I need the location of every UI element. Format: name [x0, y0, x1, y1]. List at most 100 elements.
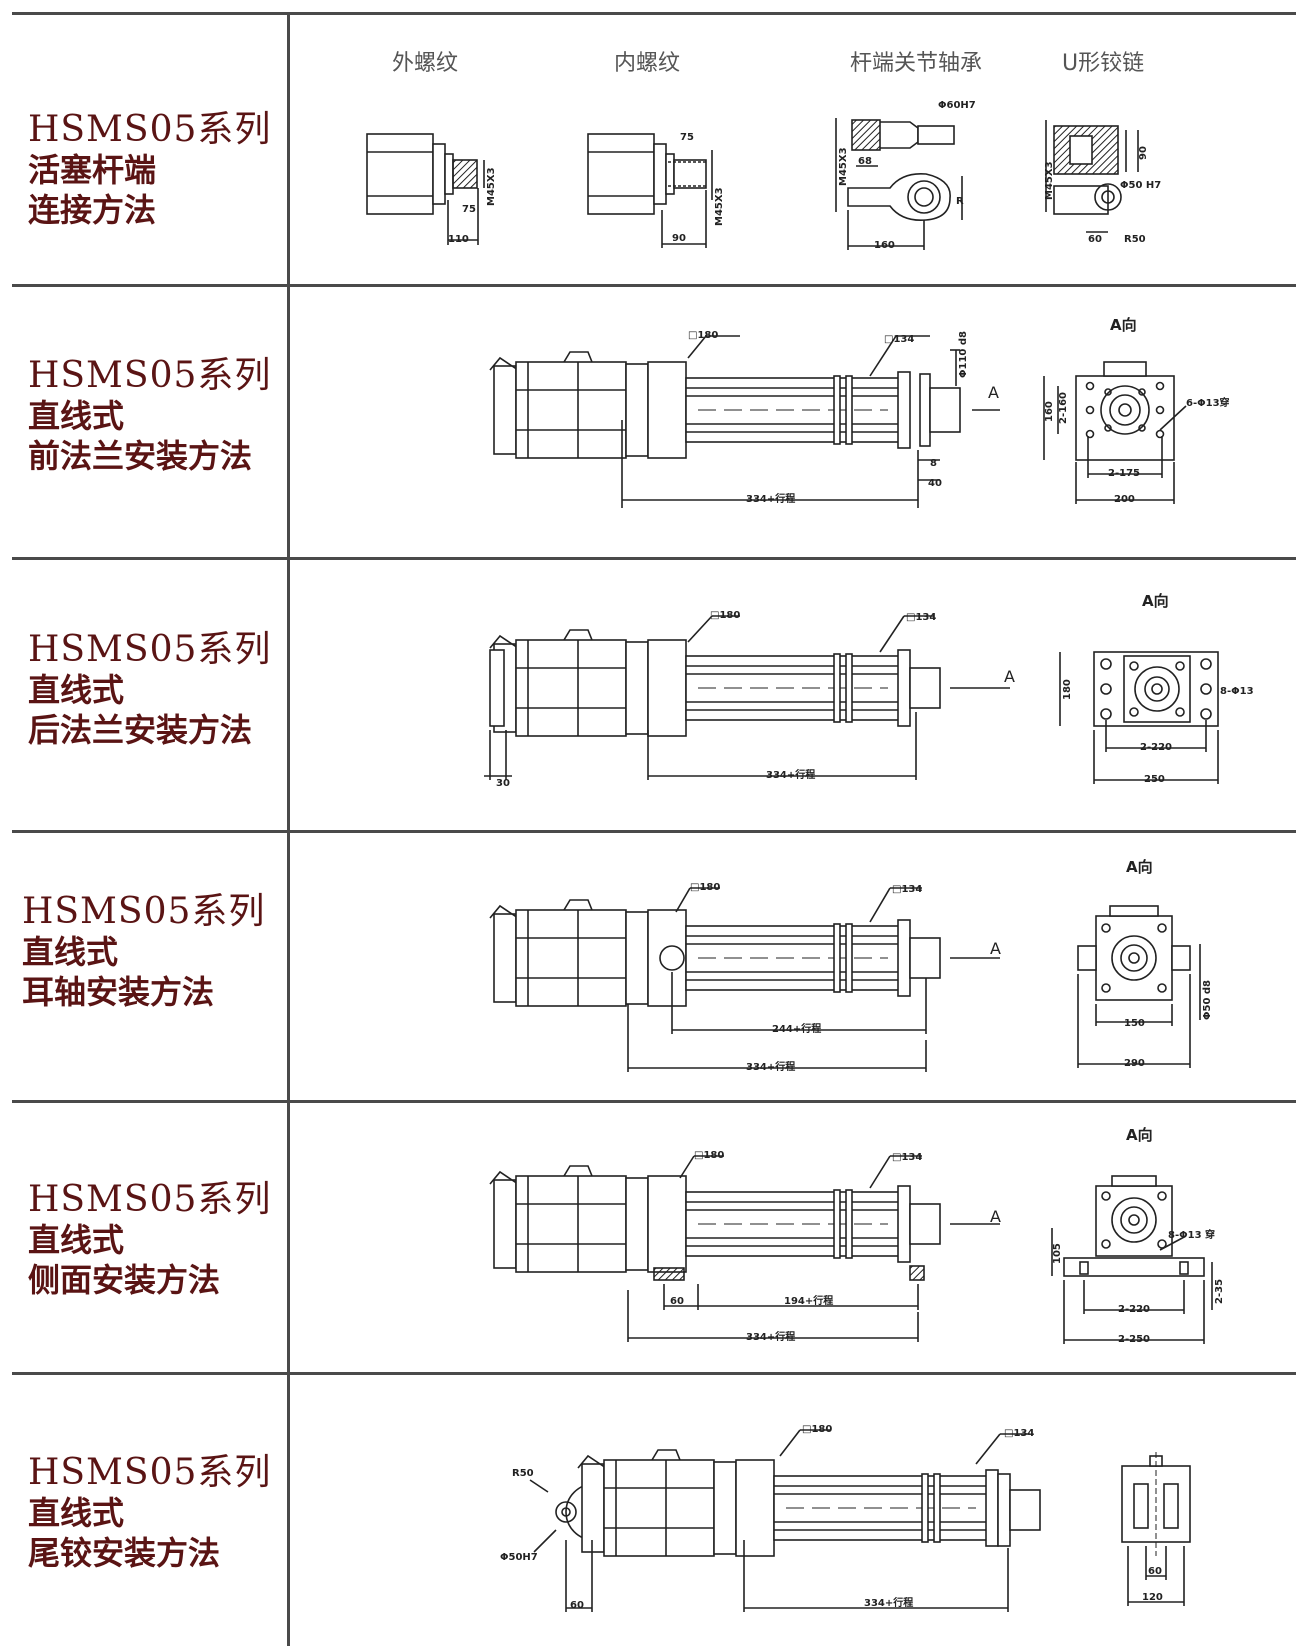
rc-d120: 120 [1142, 1592, 1163, 1603]
u-clevis-drawing [1045, 120, 1139, 233]
front-flange-side-view [489, 335, 1000, 508]
clevis-thread: M45X3 [1044, 161, 1055, 200]
rf-body-size: □180 [710, 610, 740, 621]
label-line-1: 直线式 [28, 1221, 125, 1259]
rc-radius: R50 [512, 1468, 534, 1479]
clevis-radius: R50 [1124, 234, 1146, 245]
internal-thread-drawing [587, 133, 713, 248]
label-line-1: 直线式 [28, 671, 125, 709]
section-label-rod-end: HSMS05系列 活塞杆端 连接方法 [28, 110, 271, 230]
section-label-side: HSMS05系列 直线式 侧面安装方法 [28, 1180, 271, 1300]
sd-view-label: A向 [1126, 1126, 1153, 1144]
tr-view-arrow: A [990, 939, 1001, 958]
sd-stroke: 334+行程 [746, 1330, 795, 1343]
tr-inner: 150 [1124, 1018, 1145, 1029]
sd-tube-size: □134 [892, 1152, 922, 1163]
sd-holes: 8-Φ13 穿 [1168, 1228, 1215, 1241]
ff-d8: 8 [930, 458, 937, 469]
label-line-2: 连接方法 [28, 191, 157, 229]
trunnion-side-view [489, 887, 1000, 1072]
label-line-1: 直线式 [22, 933, 119, 971]
label-line-2: 前法兰安装方法 [28, 437, 253, 475]
tr-body-size: □180 [690, 882, 720, 893]
ff-tube-size: □134 [884, 334, 914, 345]
ext-75: 75 [462, 204, 476, 215]
trunnion-end-view [1077, 905, 1201, 1068]
rear-clevis-end-view [1121, 1452, 1191, 1606]
tr-view-label: A向 [1126, 858, 1153, 876]
sd-d60: 60 [670, 1296, 684, 1307]
rf-stroke: 334+行程 [766, 768, 815, 781]
label-line-2: 耳轴安装方法 [22, 973, 215, 1011]
caption-u-clevis: U形铰链 [1062, 51, 1144, 76]
sd-pitch-h: 2-220 [1118, 1304, 1150, 1315]
bearing-radius: R [956, 196, 964, 207]
tr-tube-size: □134 [892, 884, 922, 895]
bearing-thread: M45X3 [838, 147, 849, 186]
rc-body-size: □180 [802, 1424, 832, 1435]
ff-width: 200 [1114, 494, 1135, 505]
tr-pin: Φ50 d8 [1202, 980, 1213, 1020]
side-mount-end-view [1051, 1175, 1213, 1344]
series-name: HSMS05系列 [22, 891, 266, 932]
sd-view-arrow: A [990, 1207, 1001, 1226]
caption-external-thread: 外螺纹 [392, 51, 458, 76]
label-line-1: 直线式 [28, 397, 125, 435]
rf-view-arrow: A [1004, 667, 1015, 686]
side-mount-side-view [489, 1155, 1000, 1342]
label-line-2: 侧面安装方法 [28, 1261, 221, 1299]
ff-holes: 6-Φ13穿 [1186, 396, 1230, 409]
series-name: HSMS05系列 [28, 355, 272, 396]
row-divider-4 [12, 1100, 1296, 1103]
clevis-60: 60 [1088, 234, 1102, 245]
bearing-68: 68 [858, 156, 872, 167]
rf-d30: 30 [496, 778, 510, 789]
ff-rod-dia: Φ110 d8 [958, 331, 969, 378]
rear-clevis-side-view [529, 1429, 1041, 1612]
label-line-2: 尾铰安装方法 [28, 1534, 221, 1572]
bearing-hole: Φ60H7 [938, 100, 976, 111]
ext-thread: M45X3 [486, 167, 497, 206]
ff-view-label: A向 [1110, 316, 1137, 334]
tr-width: 290 [1124, 1058, 1145, 1069]
label-line-2: 后法兰安装方法 [28, 711, 253, 749]
sd-height: 105 [1052, 1243, 1063, 1264]
row-divider-5 [12, 1372, 1296, 1375]
section-label-rear-clevis: HSMS05系列 直线式 尾铰安装方法 [28, 1453, 271, 1573]
rf-pitch-h: 2-220 [1140, 742, 1172, 753]
section-label-trunnion: HSMS05系列 直线式 耳轴安装方法 [22, 892, 265, 1012]
ff-stroke: 334+行程 [746, 492, 795, 505]
int-thread: M45X3 [714, 187, 725, 226]
sd-stroke-inner: 194+行程 [784, 1294, 833, 1307]
clevis-90: 90 [1138, 146, 1149, 160]
row-divider-2 [12, 557, 1296, 560]
tr-stroke-inner: 244+行程 [772, 1022, 821, 1035]
series-name: HSMS05系列 [28, 109, 272, 150]
front-flange-end-view [1043, 361, 1187, 504]
rf-tube-size: □134 [906, 612, 936, 623]
int-length: 90 [672, 233, 686, 244]
sd-width: 2-250 [1118, 1334, 1150, 1345]
row-divider-1 [12, 284, 1296, 287]
rear-flange-side-view [484, 615, 1010, 780]
bearing-length: 160 [874, 240, 895, 251]
rear-flange-end-view [1059, 651, 1219, 784]
ext-length: 110 [448, 234, 469, 245]
sd-body-size: □180 [694, 1150, 724, 1161]
rc-pin: Φ50H7 [500, 1552, 538, 1563]
ff-view-arrow: A [988, 383, 999, 402]
section-label-front-flange: HSMS05系列 直线式 前法兰安装方法 [28, 356, 271, 476]
series-name: HSMS05系列 [28, 1452, 272, 1493]
label-line-1: 直线式 [28, 1494, 125, 1532]
rc-d60b: 60 [1148, 1566, 1162, 1577]
section-label-rear-flange: HSMS05系列 直线式 后法兰安装方法 [28, 630, 271, 750]
int-75: 75 [680, 132, 694, 143]
rc-d60: 60 [570, 1600, 584, 1611]
column-divider [287, 14, 290, 1646]
rod-end-bearing-drawing [835, 118, 963, 250]
row-divider-top [12, 12, 1296, 15]
caption-rod-end-bearing: 杆端关节轴承 [850, 51, 982, 76]
caption-internal-thread: 内螺纹 [614, 51, 680, 76]
